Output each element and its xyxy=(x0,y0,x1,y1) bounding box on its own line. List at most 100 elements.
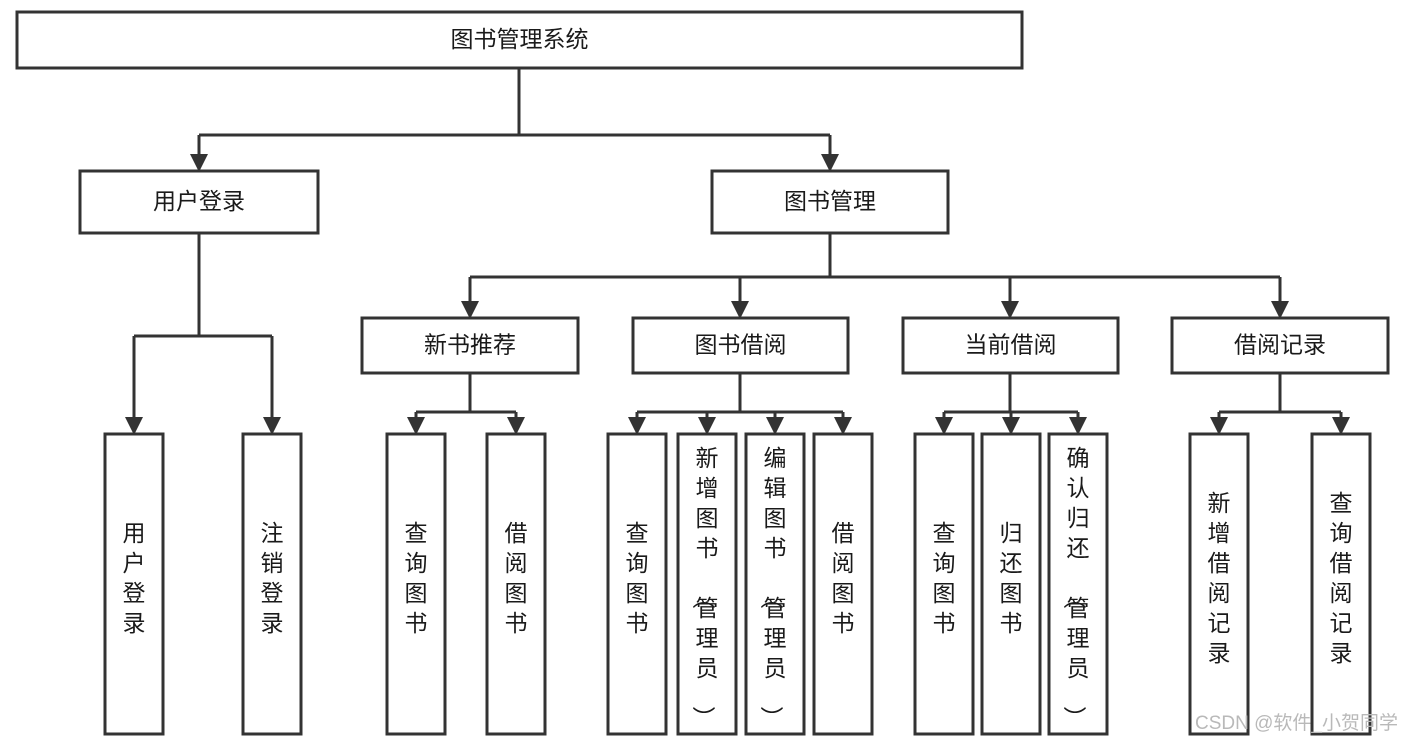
arrow-head-icon xyxy=(461,301,479,319)
glyph: 销 xyxy=(261,550,284,576)
arrow-head-icon xyxy=(190,154,208,172)
node-leaf-query-book-3[interactable]: 查询图书 xyxy=(913,432,975,736)
node-book-borrow[interactable]: 图书借阅 xyxy=(631,316,850,375)
glyph: （ xyxy=(1062,586,1088,609)
node-box-leaf-borrow-book-2[interactable] xyxy=(812,432,874,736)
node-leaf-user-login[interactable]: 用户登录 xyxy=(103,432,165,736)
glyph: 书 xyxy=(832,610,855,636)
node-box-book-borrow[interactable] xyxy=(631,316,850,375)
node-box-leaf-query-borrow-record[interactable] xyxy=(1310,432,1372,736)
csdn-watermark: CSDN @软件_小贺同学 xyxy=(1195,712,1398,734)
glyph: 员 xyxy=(696,655,719,681)
glyph: ） xyxy=(691,706,717,729)
glyph: 登 xyxy=(123,580,146,606)
glyph: 阅 xyxy=(505,550,528,576)
node-box-user-login[interactable] xyxy=(78,169,320,235)
glyph: 员 xyxy=(1067,655,1090,681)
node-label-leaf-confirm-return-admin: 确认归还（管理员） xyxy=(1062,445,1090,729)
arrow-head-icon xyxy=(407,417,425,435)
node-new-book-rec[interactable]: 新书推荐 xyxy=(360,316,580,375)
glyph: 借 xyxy=(1330,550,1353,576)
node-box-leaf-edit-book-admin[interactable] xyxy=(744,432,806,736)
arrow-head-icon xyxy=(935,417,953,435)
glyph: 管 xyxy=(1067,595,1090,621)
node-leaf-add-borrow-record[interactable]: 新增借阅记录 xyxy=(1188,432,1250,736)
glyph: 图 xyxy=(405,580,428,606)
arrow-head-icon xyxy=(834,417,852,435)
node-label-user-login: 用户登录 xyxy=(153,188,245,214)
glyph: 询 xyxy=(626,550,649,576)
node-leaf-confirm-return-admin[interactable]: 确认归还（管理员） xyxy=(1047,432,1109,736)
node-box-book-manage[interactable] xyxy=(710,169,950,235)
node-label-leaf-borrow-book-1: 借阅图书 xyxy=(505,520,528,636)
glyph: 图 xyxy=(505,580,528,606)
glyph: 书 xyxy=(1000,610,1023,636)
node-box-leaf-query-book-1[interactable] xyxy=(385,432,447,736)
arrow-head-icon xyxy=(1332,417,1350,435)
glyph: 图 xyxy=(832,580,855,606)
node-box-leaf-user-login[interactable] xyxy=(103,432,165,736)
arrow-head-icon xyxy=(821,154,839,172)
glyph: 查 xyxy=(933,520,956,546)
glyph: 记 xyxy=(1330,610,1353,636)
glyph: 借 xyxy=(1208,550,1231,576)
glyph: 录 xyxy=(1208,640,1231,666)
node-user-login[interactable]: 用户登录 xyxy=(78,169,320,235)
glyph: 增 xyxy=(1208,520,1231,546)
node-leaf-borrow-book-1[interactable]: 借阅图书 xyxy=(485,432,547,736)
node-label-current-borrow: 当前借阅 xyxy=(965,332,1057,358)
node-box-borrow-record[interactable] xyxy=(1170,316,1390,375)
node-box-leaf-query-book-2[interactable] xyxy=(606,432,668,736)
node-box-new-book-rec[interactable] xyxy=(360,316,580,375)
glyph: 询 xyxy=(933,550,956,576)
node-root[interactable]: 图书管理系统 xyxy=(15,10,1024,70)
node-book-manage[interactable]: 图书管理 xyxy=(710,169,950,235)
node-leaf-edit-book-admin[interactable]: 编辑图书（管理员） xyxy=(744,432,806,736)
node-current-borrow[interactable]: 当前借阅 xyxy=(901,316,1120,375)
node-box-leaf-confirm-return-admin[interactable] xyxy=(1047,432,1109,736)
glyph: 管 xyxy=(696,595,719,621)
glyph: 阅 xyxy=(832,550,855,576)
edge-group-current-borrow-split xyxy=(935,373,1087,435)
node-leaf-query-book-1[interactable]: 查询图书 xyxy=(385,432,447,736)
node-label-new-book-rec: 新书推荐 xyxy=(424,332,516,358)
glyph: 书 xyxy=(405,610,428,636)
glyph: 登 xyxy=(261,580,284,606)
glyph: 录 xyxy=(261,610,284,636)
arrow-head-icon xyxy=(1002,417,1020,435)
node-borrow-record[interactable]: 借阅记录 xyxy=(1170,316,1390,375)
glyph: 还 xyxy=(1067,535,1090,561)
node-leaf-return-book[interactable]: 归还图书 xyxy=(980,432,1042,736)
node-box-leaf-return-book[interactable] xyxy=(980,432,1042,736)
glyph: 图 xyxy=(933,580,956,606)
node-box-current-borrow[interactable] xyxy=(901,316,1120,375)
node-leaf-query-book-2[interactable]: 查询图书 xyxy=(606,432,668,736)
node-leaf-logout[interactable]: 注销登录 xyxy=(241,432,303,736)
glyph: 员 xyxy=(764,655,787,681)
glyph: 户 xyxy=(123,550,146,576)
node-box-leaf-logout[interactable] xyxy=(241,432,303,736)
node-box-leaf-add-book-admin[interactable] xyxy=(676,432,738,736)
node-label-leaf-query-borrow-record: 查询借阅记录 xyxy=(1330,490,1353,666)
node-box-leaf-borrow-book-1[interactable] xyxy=(485,432,547,736)
node-leaf-query-borrow-record[interactable]: 查询借阅记录 xyxy=(1310,432,1372,736)
arrow-head-icon xyxy=(1210,417,1228,435)
node-leaf-borrow-book-2[interactable]: 借阅图书 xyxy=(812,432,874,736)
edge-group-user-login-split xyxy=(125,233,281,435)
node-label-leaf-query-book-2: 查询图书 xyxy=(626,520,649,636)
node-leaf-add-book-admin[interactable]: 新增图书（管理员） xyxy=(676,432,738,736)
glyph: 查 xyxy=(405,520,428,546)
glyph: （ xyxy=(759,586,785,609)
node-label-leaf-logout: 注销登录 xyxy=(261,520,284,636)
glyph: 查 xyxy=(626,520,649,546)
glyph: 理 xyxy=(764,625,787,651)
glyph: 编 xyxy=(764,445,787,471)
glyph: ） xyxy=(1062,706,1088,729)
node-box-leaf-add-borrow-record[interactable] xyxy=(1188,432,1250,736)
arrow-head-icon xyxy=(698,417,716,435)
node-box-root[interactable] xyxy=(15,10,1024,70)
node-box-leaf-query-book-3[interactable] xyxy=(913,432,975,736)
glyph: 图 xyxy=(764,505,787,531)
